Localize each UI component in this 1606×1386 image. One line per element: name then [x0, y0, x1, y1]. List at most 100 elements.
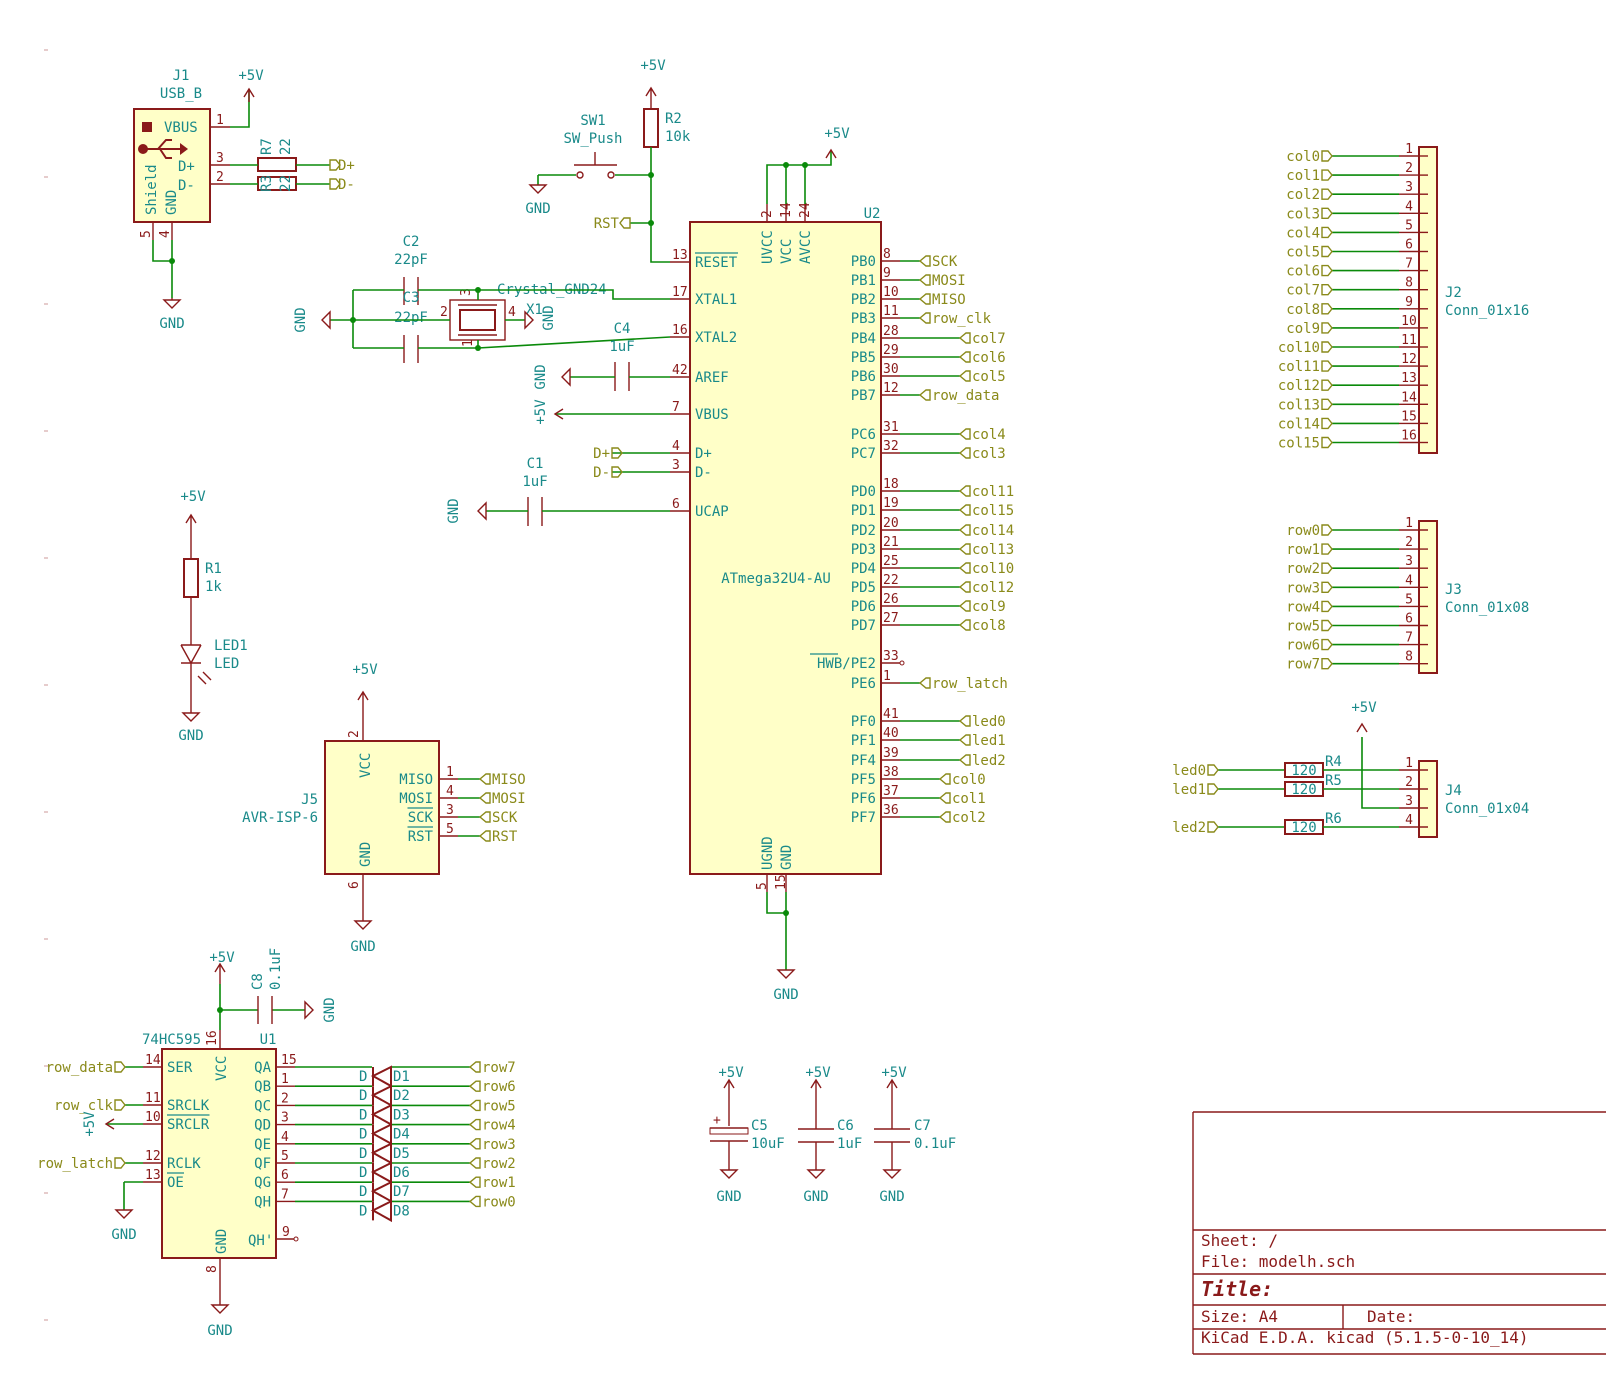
pwr-5v-c6: +5V — [805, 1065, 831, 1100]
svg-text:22: 22 — [278, 138, 294, 155]
svg-text:3: 3 — [1405, 554, 1413, 569]
svg-text:col14: col14 — [1278, 416, 1320, 432]
svg-text:120: 120 — [1291, 820, 1316, 836]
svg-text:VCC: VCC — [779, 239, 795, 264]
net-label-MISO: MISO — [918, 292, 966, 308]
pwr-5v-r2: +5V — [640, 58, 666, 109]
svg-text:11: 11 — [1401, 333, 1417, 348]
svg-text:7: 7 — [1405, 631, 1413, 646]
svg-text:C5: C5 — [751, 1118, 768, 1134]
pwr-5v-j4: +5V — [1351, 700, 1377, 733]
svg-text:14: 14 — [779, 202, 794, 218]
svg-text:XTAL1: XTAL1 — [695, 292, 737, 308]
svg-text:QD: QD — [254, 1118, 271, 1134]
svg-text:PF0: PF0 — [851, 714, 876, 730]
svg-text:led1: led1 — [1172, 782, 1206, 798]
net-label-dm: D- — [338, 177, 355, 193]
svg-text:39: 39 — [883, 746, 899, 761]
svg-text:row5: row5 — [1286, 619, 1320, 635]
svg-text:7: 7 — [1405, 257, 1413, 272]
svg-text:PF5: PF5 — [851, 772, 876, 788]
svg-text:PB0: PB0 — [851, 254, 876, 270]
svg-text:24: 24 — [798, 202, 813, 218]
svg-text:row6: row6 — [482, 1079, 516, 1095]
svg-text:1k: 1k — [205, 579, 222, 595]
svg-text:D: D — [359, 1203, 367, 1219]
svg-text:42: 42 — [672, 363, 688, 378]
svg-text:26: 26 — [883, 592, 899, 607]
svg-text:col5: col5 — [1286, 245, 1320, 261]
svg-text:SW1: SW1 — [580, 113, 605, 129]
net-label-isp-miso: MISO — [478, 772, 526, 788]
svg-text:3: 3 — [446, 803, 454, 818]
net-label-col5: col5 — [1286, 245, 1333, 261]
svg-text:row0: row0 — [482, 1194, 516, 1210]
svg-text:col0: col0 — [952, 772, 986, 788]
svg-text:row2: row2 — [482, 1156, 516, 1172]
svg-text:1: 1 — [1405, 516, 1413, 531]
led-led1: LED1 LED — [180, 597, 248, 713]
tb-file: File: modelh.sch — [1201, 1252, 1355, 1271]
svg-text:4: 4 — [158, 230, 173, 238]
net-label-u1-row-latch: row_latch — [37, 1156, 126, 1172]
svg-text:R5: R5 — [1325, 773, 1342, 789]
net-label-dp-u2: D+ — [593, 446, 610, 462]
svg-text:6: 6 — [672, 497, 680, 512]
switch-sw1: SW1 SW_Push — [563, 113, 623, 179]
net-label-isp-rst: RST — [478, 829, 518, 845]
net-label-SCK: SCK — [918, 254, 958, 270]
svg-text:HWB/PE2: HWB/PE2 — [817, 656, 876, 672]
svg-text:PB5: PB5 — [851, 350, 876, 366]
svg-text:D6: D6 — [393, 1165, 410, 1181]
svg-text:36: 36 — [883, 803, 899, 818]
svg-text:PB2: PB2 — [851, 292, 876, 308]
svg-text:J4: J4 — [1445, 783, 1462, 799]
net-label-col15: col15 — [1278, 436, 1333, 452]
svg-text:6: 6 — [1405, 612, 1413, 627]
pwr-gnd-c7: GND — [879, 1169, 905, 1205]
svg-text:14: 14 — [145, 1053, 161, 1068]
svg-text:row3: row3 — [1286, 580, 1320, 596]
svg-text:GND: GND — [178, 728, 203, 744]
svg-text:PB3: PB3 — [851, 311, 876, 327]
connector-j3: J3 Conn_01x08 1row02row13row24row35row46… — [1286, 516, 1529, 674]
net-label-led1: led1 — [958, 733, 1006, 749]
crystal-x1: X1 Crystal_GND24 2 4 3 1 — [440, 282, 607, 347]
svg-text:5: 5 — [446, 822, 454, 837]
svg-text:row7: row7 — [482, 1060, 516, 1076]
svg-text:GND: GND — [879, 1189, 904, 1205]
svg-text:11: 11 — [883, 304, 899, 319]
svg-text:D: D — [359, 1146, 367, 1162]
svg-text:37: 37 — [883, 784, 899, 799]
svg-text:col11: col11 — [1278, 359, 1320, 375]
svg-text:3: 3 — [459, 288, 474, 296]
svg-text:31: 31 — [883, 420, 899, 435]
net-label-row-latch: row_latch — [918, 676, 1008, 692]
svg-text:D1: D1 — [393, 1069, 410, 1085]
svg-text:30: 30 — [883, 362, 899, 377]
net-label-col4: col4 — [1286, 225, 1333, 241]
svg-text:+5V: +5V — [209, 950, 235, 966]
